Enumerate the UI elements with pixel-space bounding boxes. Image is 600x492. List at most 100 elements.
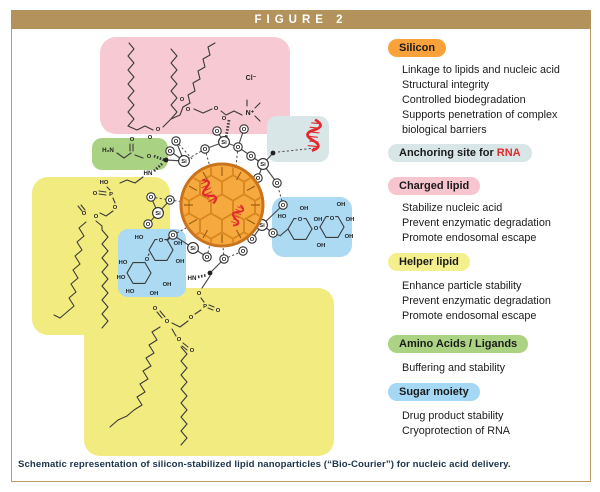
- atom-label: O: [222, 257, 227, 263]
- atom-label: O: [236, 145, 241, 151]
- atom-label: O: [168, 198, 173, 204]
- helper-lipid-structure-bottom: HN O P O O O O O O: [109, 273, 221, 446]
- atom-label: O: [298, 217, 303, 223]
- atom-label: HO: [135, 235, 144, 241]
- atom-label: O: [159, 238, 164, 244]
- atom-label: Si: [155, 211, 161, 217]
- atom-label: OH: [317, 243, 326, 249]
- atom-label: OH: [163, 282, 172, 288]
- amino-acids-items: Buffering and stability: [386, 361, 584, 376]
- atom-label: O: [281, 203, 286, 209]
- si-junction-node: [163, 157, 169, 163]
- atom-label: Si: [190, 246, 196, 252]
- atom-label: O: [186, 107, 191, 113]
- atom-label: O: [93, 191, 98, 197]
- atom-label: P: [203, 304, 207, 310]
- atom-label: O: [174, 139, 179, 145]
- region-helper-lipid-bottom: [84, 288, 334, 456]
- atom-label: OH: [174, 241, 183, 247]
- badge-amino-acids: Amino Acids / Ligands: [386, 334, 529, 353]
- atom-label: O: [94, 214, 99, 220]
- nanoparticle-diagram: O O O O O O N⁺ Cl⁻ H₂N O O HN HO P: [32, 37, 355, 456]
- legend-item: Cryoprotection of RNA: [402, 425, 511, 437]
- badge-sugar-moiety-label: Sugar moiety: [399, 386, 469, 398]
- atom-label: OH: [150, 291, 159, 297]
- atom-label: O: [165, 319, 170, 325]
- atom-label: O: [177, 337, 182, 343]
- core-circle: [179, 162, 265, 248]
- legend-item: Supports penetration of complex biologic…: [402, 109, 558, 136]
- atom-label: HO: [117, 275, 126, 281]
- atom-label: OH: [337, 202, 346, 208]
- legend-item: Linkage to lipids and nucleic acid: [402, 64, 560, 76]
- sugar-structure-right: O O O HO OH OH OH OH OH OH: [278, 202, 355, 249]
- atom-label: OH: [346, 217, 355, 223]
- badge-anchoring-label-rna: RNA: [496, 147, 521, 159]
- atom-label: O: [189, 315, 194, 321]
- atom-label: O: [216, 308, 221, 314]
- legend-item: Promote endosomal escape: [402, 232, 537, 244]
- atom-label: O: [197, 291, 202, 297]
- badge-amino-acids-label: Amino Acids / Ligands: [399, 338, 518, 350]
- atom-label: O: [171, 233, 176, 239]
- atom-label: O: [271, 231, 276, 237]
- atom-label: P: [109, 192, 113, 198]
- atom-label: HO: [119, 260, 128, 266]
- atom-label: O: [149, 195, 154, 201]
- atom-label: O: [113, 205, 118, 211]
- atom-label: O: [314, 226, 319, 232]
- charged-lipid-items: Stabilize nucleic acid Prevent enzymatic…: [386, 201, 584, 246]
- sugar-moiety-items: Drug product stability Cryoprotection of…: [386, 409, 584, 439]
- badge-helper-lipid-label: Helper lipid: [399, 256, 459, 268]
- atom-label: HO: [126, 289, 135, 295]
- atom-label: O: [250, 237, 255, 243]
- atom-label: O: [168, 149, 173, 155]
- core-edge-ticks: [184, 167, 260, 243]
- si-junction-node: [270, 150, 276, 156]
- si-junction-node: [207, 270, 213, 276]
- legend-item: Drug product stability: [402, 410, 504, 422]
- legend-item: Enhance particle stability: [402, 280, 522, 292]
- badge-charged-lipid-label: Charged lipid: [399, 180, 470, 192]
- atom-label: O: [256, 176, 261, 182]
- atom-label: O: [190, 348, 195, 354]
- atom-label: O: [330, 216, 335, 222]
- atom-label: OH: [345, 234, 354, 240]
- atom-label: O: [130, 137, 135, 143]
- legend-item: Prevent enzymatic degradation: [402, 217, 551, 229]
- charged-lipid-structure: O O O O O O N⁺ Cl⁻: [127, 42, 261, 141]
- atom-label: HN: [144, 170, 153, 177]
- badge-charged-lipid: Charged lipid: [386, 176, 481, 195]
- atom-label: O: [241, 249, 246, 255]
- figure-caption: Schematic representation of silicon-stab…: [18, 459, 511, 470]
- atom-label: O: [249, 154, 254, 160]
- atom-label: O: [153, 306, 158, 312]
- atom-label: Si: [181, 159, 187, 165]
- atom-label: O: [180, 97, 185, 103]
- atom-label: Si: [259, 223, 265, 229]
- atom-label: Cl⁻: [246, 75, 257, 82]
- sugar-structure-left: O O OH OH HO HO HO HO OH OH: [117, 233, 184, 297]
- atom-label: HO: [278, 214, 287, 220]
- helper-lipid-structure-left: HN HO P O O O O: [53, 161, 164, 329]
- atom-label: O: [82, 211, 87, 217]
- oxygen-nodes: O O O O O O O O O O O O O O O O O O O: [143, 124, 288, 264]
- figure-title: FIGURE 2: [254, 13, 348, 26]
- atom-label: O: [203, 147, 208, 153]
- atom-label: O: [148, 135, 153, 141]
- region-charged-lipid: [100, 37, 290, 134]
- badge-anchoring-label-prefix: Anchoring site for: [399, 147, 497, 159]
- badge-sugar-moiety: Sugar moiety: [386, 382, 480, 401]
- legend-item: Controlled biodegradation: [402, 94, 526, 106]
- atom-label: O: [156, 127, 161, 133]
- legend-item: Promote endosomal escape: [402, 310, 537, 322]
- atom-label: H₂N: [102, 147, 114, 154]
- atom-label: O: [275, 181, 280, 187]
- atom-label: N⁺: [246, 110, 255, 117]
- figure-header-bar: FIGURE 2: [11, 10, 591, 29]
- atom-label: Si: [221, 140, 227, 146]
- silicon-items: Linkage to lipids and nucleic acid Struc…: [386, 63, 584, 138]
- atom-label: O: [214, 106, 219, 112]
- badge-helper-lipid: Helper lipid: [386, 252, 470, 271]
